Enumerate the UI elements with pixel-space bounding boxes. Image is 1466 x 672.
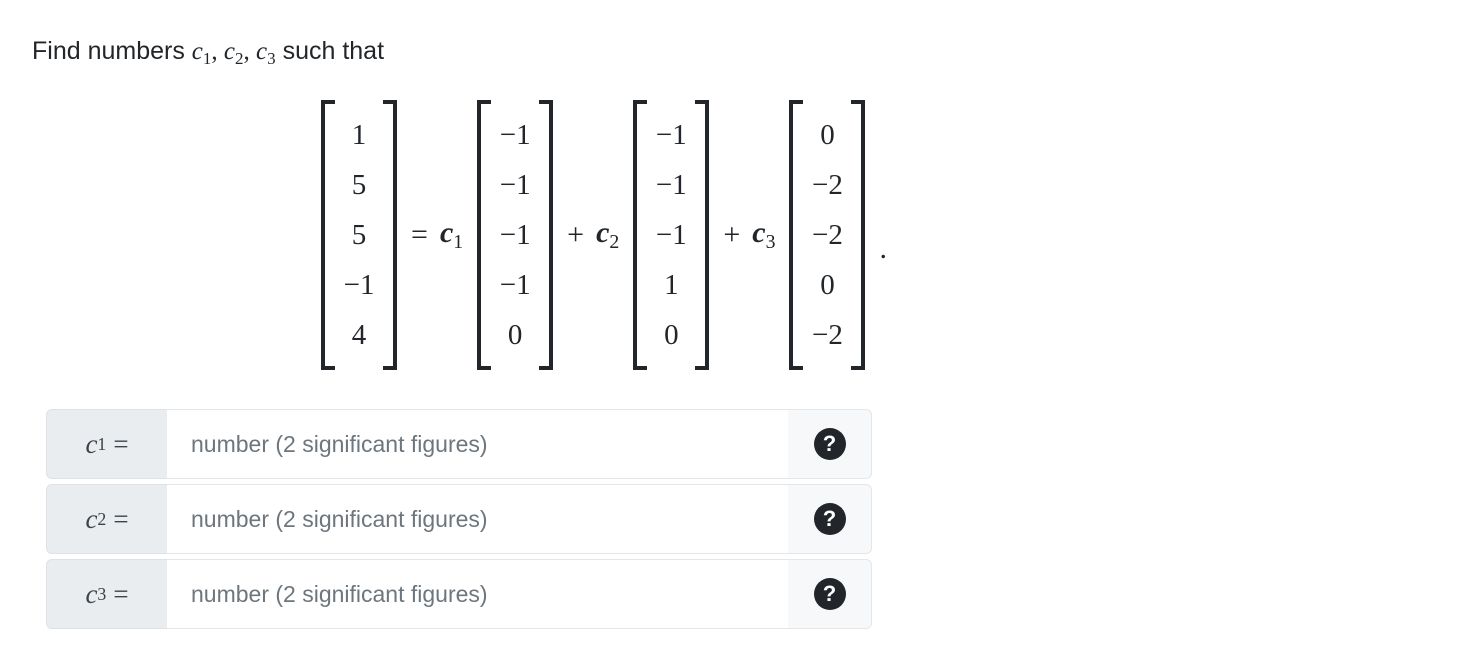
term-vector-2-entry: 1	[664, 268, 679, 301]
term-vector-2: −1 −1 −1 1 0	[633, 100, 710, 370]
term-vector-3-entry: 0	[820, 118, 835, 151]
help-icon[interactable]: ?	[813, 503, 846, 535]
answer-label-c3-name: c	[85, 578, 98, 609]
answer-input-c1[interactable]	[191, 430, 788, 458]
coefficient-c1: c1	[439, 215, 464, 253]
prompt-variable-c2-sub: 2	[235, 48, 244, 68]
bracket-right-icon	[695, 100, 710, 370]
answer-row-c1: c1 = ?	[46, 409, 872, 479]
answer-rows: c1= ? c2= ? c3= ?	[46, 409, 872, 634]
coefficient-c3-sub: 3	[765, 230, 776, 253]
bracket-left-icon	[789, 100, 804, 370]
term-vector-1-entry: 0	[507, 318, 523, 351]
term-vector-3-entry: 0	[820, 268, 835, 301]
prompt-variable-c1-name: c	[191, 38, 203, 65]
coefficient-c2-name: c	[596, 215, 610, 249]
target-vector-entry: −1	[343, 268, 375, 301]
term-vector-3-entry: −2	[812, 168, 843, 201]
target-vector: 1 5 5 −1 4	[321, 100, 398, 370]
term-vector-1-entry: −1	[499, 168, 531, 201]
answer-label-c3-sub: 3	[97, 583, 107, 604]
coefficient-c2: c2	[596, 215, 620, 253]
prompt-variable-c3: c3	[256, 38, 276, 68]
vector-equation: 1 5 5 −1 4 = c1 −1 −1 −1 −1 0 + c2 −1 −1…	[0, 100, 1466, 370]
answer-input-c2[interactable]	[191, 505, 788, 533]
target-vector-entry: 1	[351, 118, 367, 151]
prompt-variable-c2-name: c	[223, 38, 236, 65]
prompt-variable-c1-sub: 1	[202, 48, 212, 68]
target-vector-entry: 5	[351, 218, 367, 251]
answer-label-c1-name: c	[85, 428, 98, 459]
term-vector-1-entry: −1	[499, 218, 531, 251]
plus-operator-1: +	[567, 218, 585, 251]
term-vector-2-entry: −1	[655, 218, 687, 251]
prompt-variable-c3-name: c	[256, 38, 268, 65]
coefficient-c3-name: c	[752, 215, 766, 249]
bracket-right-icon	[539, 100, 554, 370]
prompt-variable-c1: c1	[191, 38, 212, 68]
term-vector-1-entry: −1	[499, 268, 531, 301]
answer-help-cell-c1[interactable]: ?	[788, 409, 872, 479]
answer-input-c3[interactable]	[191, 580, 788, 608]
answer-label-c2-sub: 2	[97, 508, 107, 529]
prompt-suffix: such that	[275, 37, 385, 65]
help-icon[interactable]: ?	[813, 428, 846, 460]
prompt-prefix: Find numbers	[32, 37, 192, 65]
target-vector-entry: 5	[351, 168, 367, 201]
answer-help-cell-c2[interactable]: ?	[788, 484, 872, 554]
term-vector-1: −1 −1 −1 −1 0	[477, 100, 554, 370]
prompt-variable-c3-sub: 3	[267, 48, 276, 68]
bracket-right-icon	[383, 100, 398, 370]
plus-operator-2: +	[723, 218, 741, 251]
answer-label-c3-equals: =	[113, 578, 129, 609]
answer-input-cell-c2[interactable]	[167, 484, 788, 554]
bracket-left-icon	[633, 100, 648, 370]
term-vector-2-entry: 0	[664, 318, 679, 351]
term-vector-2-entry: −1	[655, 168, 687, 201]
prompt-separator-2: ,	[243, 38, 257, 65]
answer-input-cell-c3[interactable]	[167, 559, 788, 629]
answer-label-c1-equals: =	[113, 428, 129, 459]
bracket-right-icon	[851, 100, 866, 370]
problem-prompt: Find numbers c1, c2, c3 such that	[32, 36, 384, 69]
equation-period: .	[879, 232, 887, 265]
equals-operator: =	[411, 218, 428, 251]
answer-input-cell-c1[interactable]	[167, 409, 788, 479]
coefficient-c1-sub: 1	[453, 230, 464, 253]
answer-label-c1-sub: 1	[97, 433, 107, 454]
prompt-variable-c2: c2	[223, 38, 244, 68]
answer-row-c3: c3 = ?	[46, 559, 872, 629]
answer-label-c2-name: c	[85, 503, 98, 534]
answer-help-cell-c3[interactable]: ?	[788, 559, 872, 629]
term-vector-3-entry: −2	[812, 218, 843, 251]
term-vector-1-entry: −1	[499, 118, 531, 151]
bracket-left-icon	[321, 100, 336, 370]
term-vector-3: 0 −2 −2 0 −2	[789, 100, 866, 370]
prompt-separator-1: ,	[211, 38, 224, 65]
answer-row-c2: c2 = ?	[46, 484, 872, 554]
answer-label-c2-equals: =	[113, 503, 129, 534]
coefficient-c1-name: c	[439, 215, 454, 249]
coefficient-c2-sub: 2	[609, 230, 620, 253]
target-vector-entry: 4	[351, 318, 367, 351]
help-icon[interactable]: ?	[813, 578, 846, 610]
coefficient-c3: c3	[752, 215, 776, 253]
bracket-left-icon	[477, 100, 492, 370]
term-vector-3-entry: −2	[812, 318, 843, 351]
term-vector-2-entry: −1	[655, 118, 687, 151]
